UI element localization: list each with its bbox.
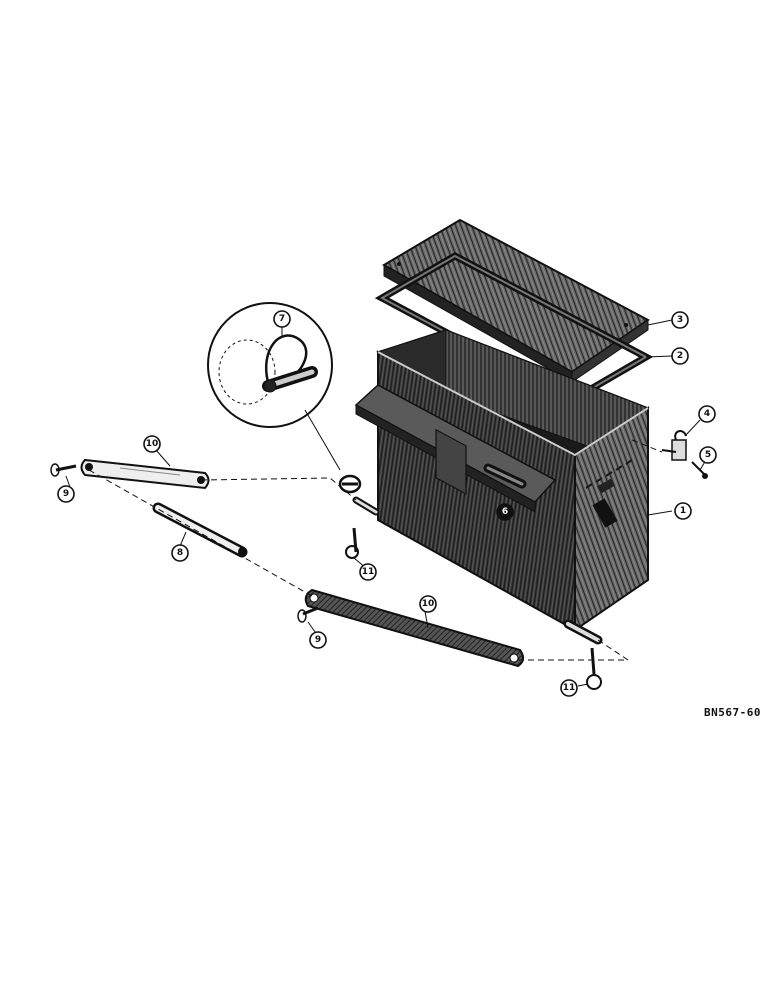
svg-text:11: 11 bbox=[563, 683, 576, 693]
svg-text:4: 4 bbox=[704, 409, 710, 419]
svg-text:10: 10 bbox=[146, 439, 159, 449]
lynch-pin-small bbox=[338, 474, 362, 494]
callout-9-mid: 9 bbox=[309, 631, 327, 649]
svg-text:5: 5 bbox=[705, 450, 711, 460]
callout-1: 1 bbox=[674, 502, 692, 520]
callout-10-upper: 10 bbox=[143, 435, 161, 453]
callout-7: 7 bbox=[273, 310, 291, 328]
mount-pin-right bbox=[563, 619, 603, 645]
callout-6: 6 bbox=[496, 503, 514, 521]
battery-box-part-1 bbox=[376, 329, 650, 632]
callout-2: 2 bbox=[671, 347, 689, 365]
detail-inset-lynch-pin bbox=[207, 302, 341, 471]
callout-9-left: 9 bbox=[57, 485, 75, 503]
svg-text:3: 3 bbox=[677, 315, 683, 325]
alignment-lines bbox=[88, 439, 663, 661]
callout-4: 4 bbox=[698, 405, 716, 423]
latch-part-4 bbox=[661, 430, 687, 461]
svg-text:9: 9 bbox=[315, 635, 321, 645]
svg-text:9: 9 bbox=[63, 489, 69, 499]
svg-text:11: 11 bbox=[362, 567, 375, 577]
leader-lines bbox=[65, 319, 707, 687]
link-bar-lower-part-10 bbox=[304, 588, 524, 668]
lynch-pin-11-right bbox=[586, 647, 602, 690]
callout-3: 3 bbox=[671, 311, 689, 329]
callout-8: 8 bbox=[171, 544, 189, 562]
callout-11-right: 11 bbox=[560, 679, 578, 697]
clip-pin-9-mid bbox=[297, 606, 319, 623]
callout-10-lower: 10 bbox=[419, 595, 437, 613]
link-bar-upper-part-10 bbox=[80, 458, 210, 490]
callout-11-left: 11 bbox=[359, 563, 377, 581]
svg-text:7: 7 bbox=[279, 314, 285, 324]
svg-text:2: 2 bbox=[677, 351, 683, 361]
lynch-pin-11-left bbox=[345, 527, 359, 559]
svg-text:10: 10 bbox=[422, 599, 435, 609]
svg-text:6: 6 bbox=[502, 507, 508, 517]
callout-5: 5 bbox=[699, 446, 717, 464]
figure-code: BN567-60 bbox=[704, 706, 761, 719]
svg-text:1: 1 bbox=[680, 506, 686, 516]
svg-text:8: 8 bbox=[177, 548, 183, 558]
spacer-tube-part-8 bbox=[152, 502, 248, 558]
mount-pin-left bbox=[352, 496, 380, 516]
bracket-assembly bbox=[354, 384, 557, 513]
clip-pin-9-left bbox=[50, 463, 77, 477]
bolt-part-5 bbox=[691, 461, 708, 479]
